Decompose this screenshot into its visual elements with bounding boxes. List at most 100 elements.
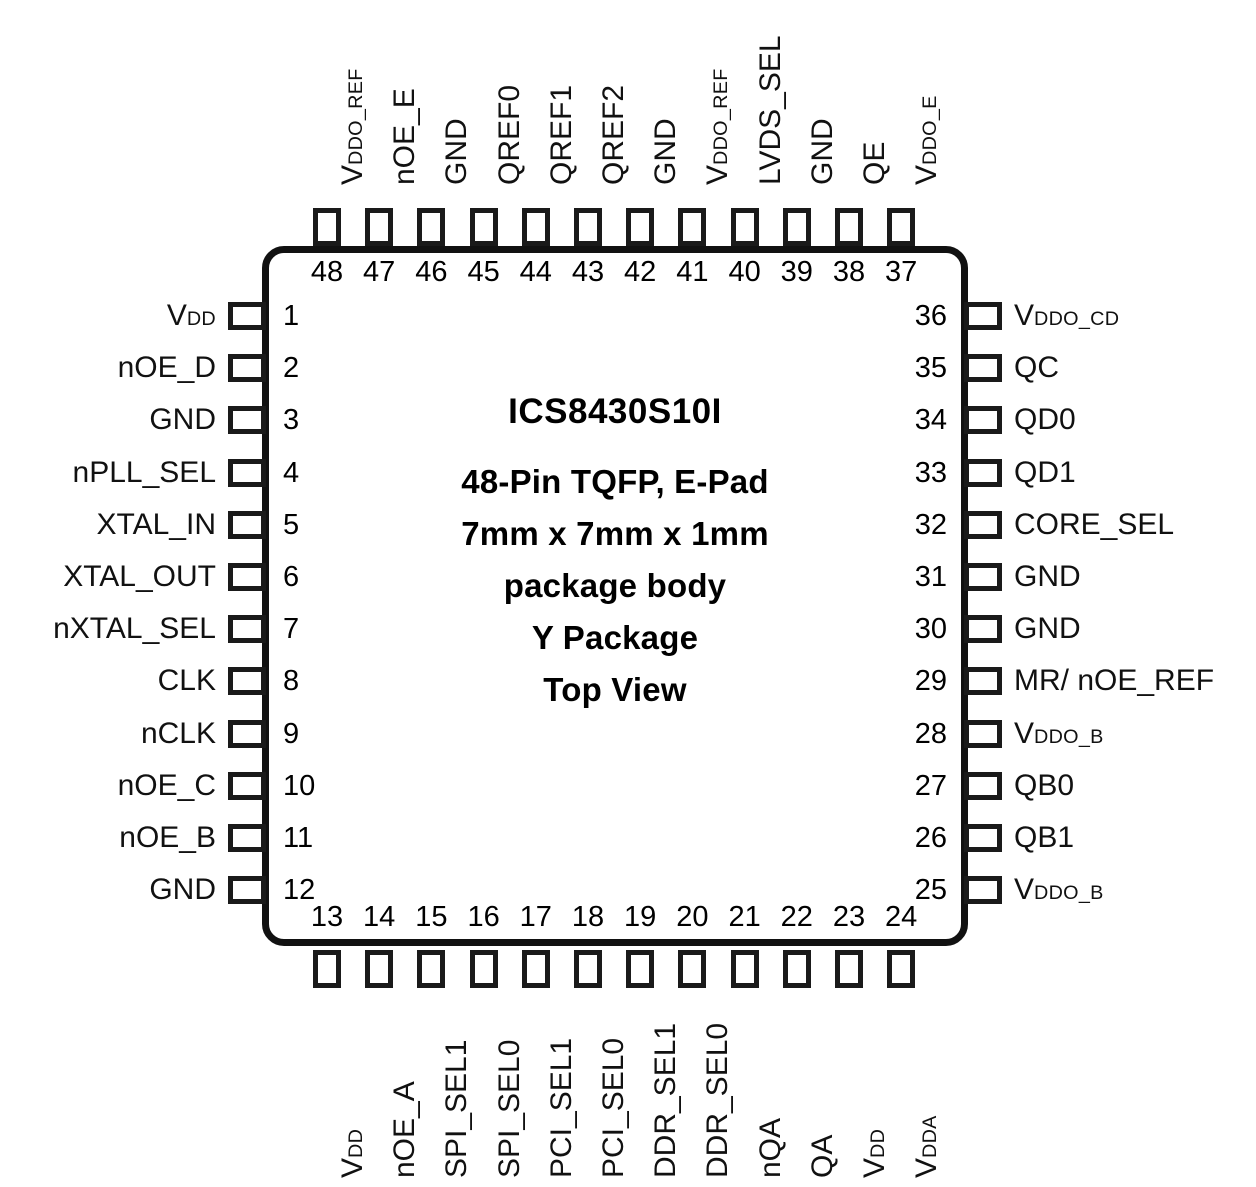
pin-number-25: 25 [914, 874, 947, 907]
pin-pad-26[interactable] [964, 824, 1002, 852]
pin-number-21: 21 [728, 901, 761, 933]
pin-pad-16[interactable] [469, 950, 498, 988]
pin-pad-40[interactable] [730, 208, 759, 246]
pin-number-27: 27 [914, 769, 947, 802]
pin-label-19: DDR_SEL1 [649, 1022, 683, 1178]
pin-label-33: QD1 [1014, 455, 1076, 489]
pin-pad-9[interactable] [228, 719, 266, 748]
pin-pad-18[interactable] [574, 950, 602, 988]
pin-label-11: nOE_B [119, 821, 216, 854]
pin-pad-37[interactable] [887, 208, 916, 246]
pin-pad-15[interactable] [417, 950, 446, 988]
pin-pad-29[interactable] [964, 667, 1002, 696]
pin-number-6: 6 [283, 561, 300, 593]
pin-label-13: VDD [336, 1128, 369, 1178]
pin-label-1: VDD [166, 299, 216, 332]
pin-number-1: 1 [283, 300, 300, 332]
pin-pad-35[interactable] [964, 354, 1002, 383]
pin-label-17: PCI_SEL1 [544, 1037, 578, 1178]
pin-number-35: 35 [914, 352, 947, 385]
pin-pad-12[interactable] [228, 876, 266, 905]
package-desc-line-4: Top View [543, 671, 687, 708]
pin-pad-11[interactable] [228, 824, 266, 852]
pin-pad-38[interactable] [835, 208, 863, 246]
pin-label-35: QC [1014, 351, 1059, 385]
pin-number-18: 18 [571, 901, 605, 933]
pin-label-25: VDDO_B [1014, 873, 1104, 907]
pin-pad-24[interactable] [887, 950, 916, 988]
pin-label-31: GND [1014, 560, 1081, 593]
pin-pad-44[interactable] [521, 208, 550, 246]
pin-pad-27[interactable] [964, 771, 1002, 800]
pin-number-11: 11 [283, 822, 314, 854]
pin-pad-41[interactable] [678, 208, 707, 246]
pin-pad-6[interactable] [228, 563, 266, 591]
pin-label-44: QREF1 [544, 84, 578, 185]
pin-pad-30[interactable] [964, 615, 1002, 644]
pin-number-23: 23 [832, 901, 866, 933]
pin-pad-21[interactable] [730, 950, 759, 988]
pin-pad-17[interactable] [521, 950, 550, 988]
pin-pad-19[interactable] [626, 950, 655, 988]
pin-number-37: 37 [885, 256, 918, 288]
pin-number-32: 32 [914, 508, 947, 541]
pin-pad-32[interactable] [964, 510, 1002, 539]
pin-label-12: GND [149, 873, 216, 907]
pin-pad-5[interactable] [228, 510, 266, 539]
pin-label-37: VDDO_E [910, 95, 944, 185]
pin-pad-2[interactable] [228, 354, 266, 383]
pin-number-48: 48 [310, 256, 344, 288]
pin-number-4: 4 [283, 456, 300, 489]
pin-number-47: 47 [363, 256, 396, 288]
pin-label-46: GND [440, 118, 474, 185]
pin-label-21: nQA [753, 1117, 787, 1178]
pin-label-43: QREF2 [597, 84, 630, 185]
pin-number-41: 41 [676, 256, 709, 288]
pin-number-45: 45 [467, 256, 500, 288]
pin-label-14: nOE_A [388, 1081, 422, 1178]
pin-number-40: 40 [728, 256, 761, 288]
package-body-outline [262, 246, 968, 946]
package-desc-line-1: 7mm x 7mm x 1mm [461, 515, 769, 552]
pin-pad-22[interactable] [782, 950, 811, 988]
pin-pad-28[interactable] [964, 719, 1002, 748]
pin-number-24: 24 [885, 901, 918, 933]
pin-pad-46[interactable] [417, 208, 446, 246]
pin-number-38: 38 [832, 256, 866, 288]
pin-pad-4[interactable] [228, 458, 266, 487]
pin-pad-3[interactable] [228, 406, 266, 435]
pin-pad-36[interactable] [964, 302, 1002, 330]
pin-pad-39[interactable] [782, 208, 811, 246]
pin-pad-8[interactable] [228, 667, 266, 696]
pin-label-7: nXTAL_SEL [53, 612, 216, 646]
pin-pad-34[interactable] [964, 406, 1002, 435]
pin-pad-47[interactable] [365, 208, 394, 246]
pin-label-24: VDDA [910, 1115, 944, 1178]
pin-pad-1[interactable] [228, 302, 266, 330]
pin-pad-43[interactable] [574, 208, 602, 246]
pin-pad-25[interactable] [964, 876, 1002, 905]
pin-pad-7[interactable] [228, 615, 266, 644]
pin-label-39: GND [805, 118, 839, 185]
pin-pad-48[interactable] [313, 208, 341, 246]
pin-number-14: 14 [363, 901, 396, 933]
pin-pad-20[interactable] [678, 950, 707, 988]
pin-pad-33[interactable] [964, 458, 1002, 487]
pin-pad-31[interactable] [964, 563, 1002, 591]
pin-label-15: SPI_SEL1 [440, 1039, 474, 1178]
pin-number-34: 34 [914, 404, 947, 437]
package-desc-line-2: package body [503, 567, 727, 604]
pin-pad-14[interactable] [365, 950, 394, 988]
pin-number-42: 42 [624, 256, 657, 288]
pin-number-5: 5 [283, 508, 300, 541]
pin-label-38: QE [858, 141, 891, 185]
pin-pad-13[interactable] [313, 950, 341, 988]
pin-pad-23[interactable] [835, 950, 863, 988]
pin-pad-42[interactable] [626, 208, 655, 246]
pin-pad-10[interactable] [228, 771, 266, 800]
part-number: ICS8430S10I [508, 392, 722, 431]
pin-pad-45[interactable] [469, 208, 498, 246]
pin-label-6: XTAL_OUT [63, 560, 216, 593]
pin-label-18: PCI_SEL0 [597, 1037, 630, 1178]
pin-label-36: VDDO_CD [1014, 299, 1120, 332]
